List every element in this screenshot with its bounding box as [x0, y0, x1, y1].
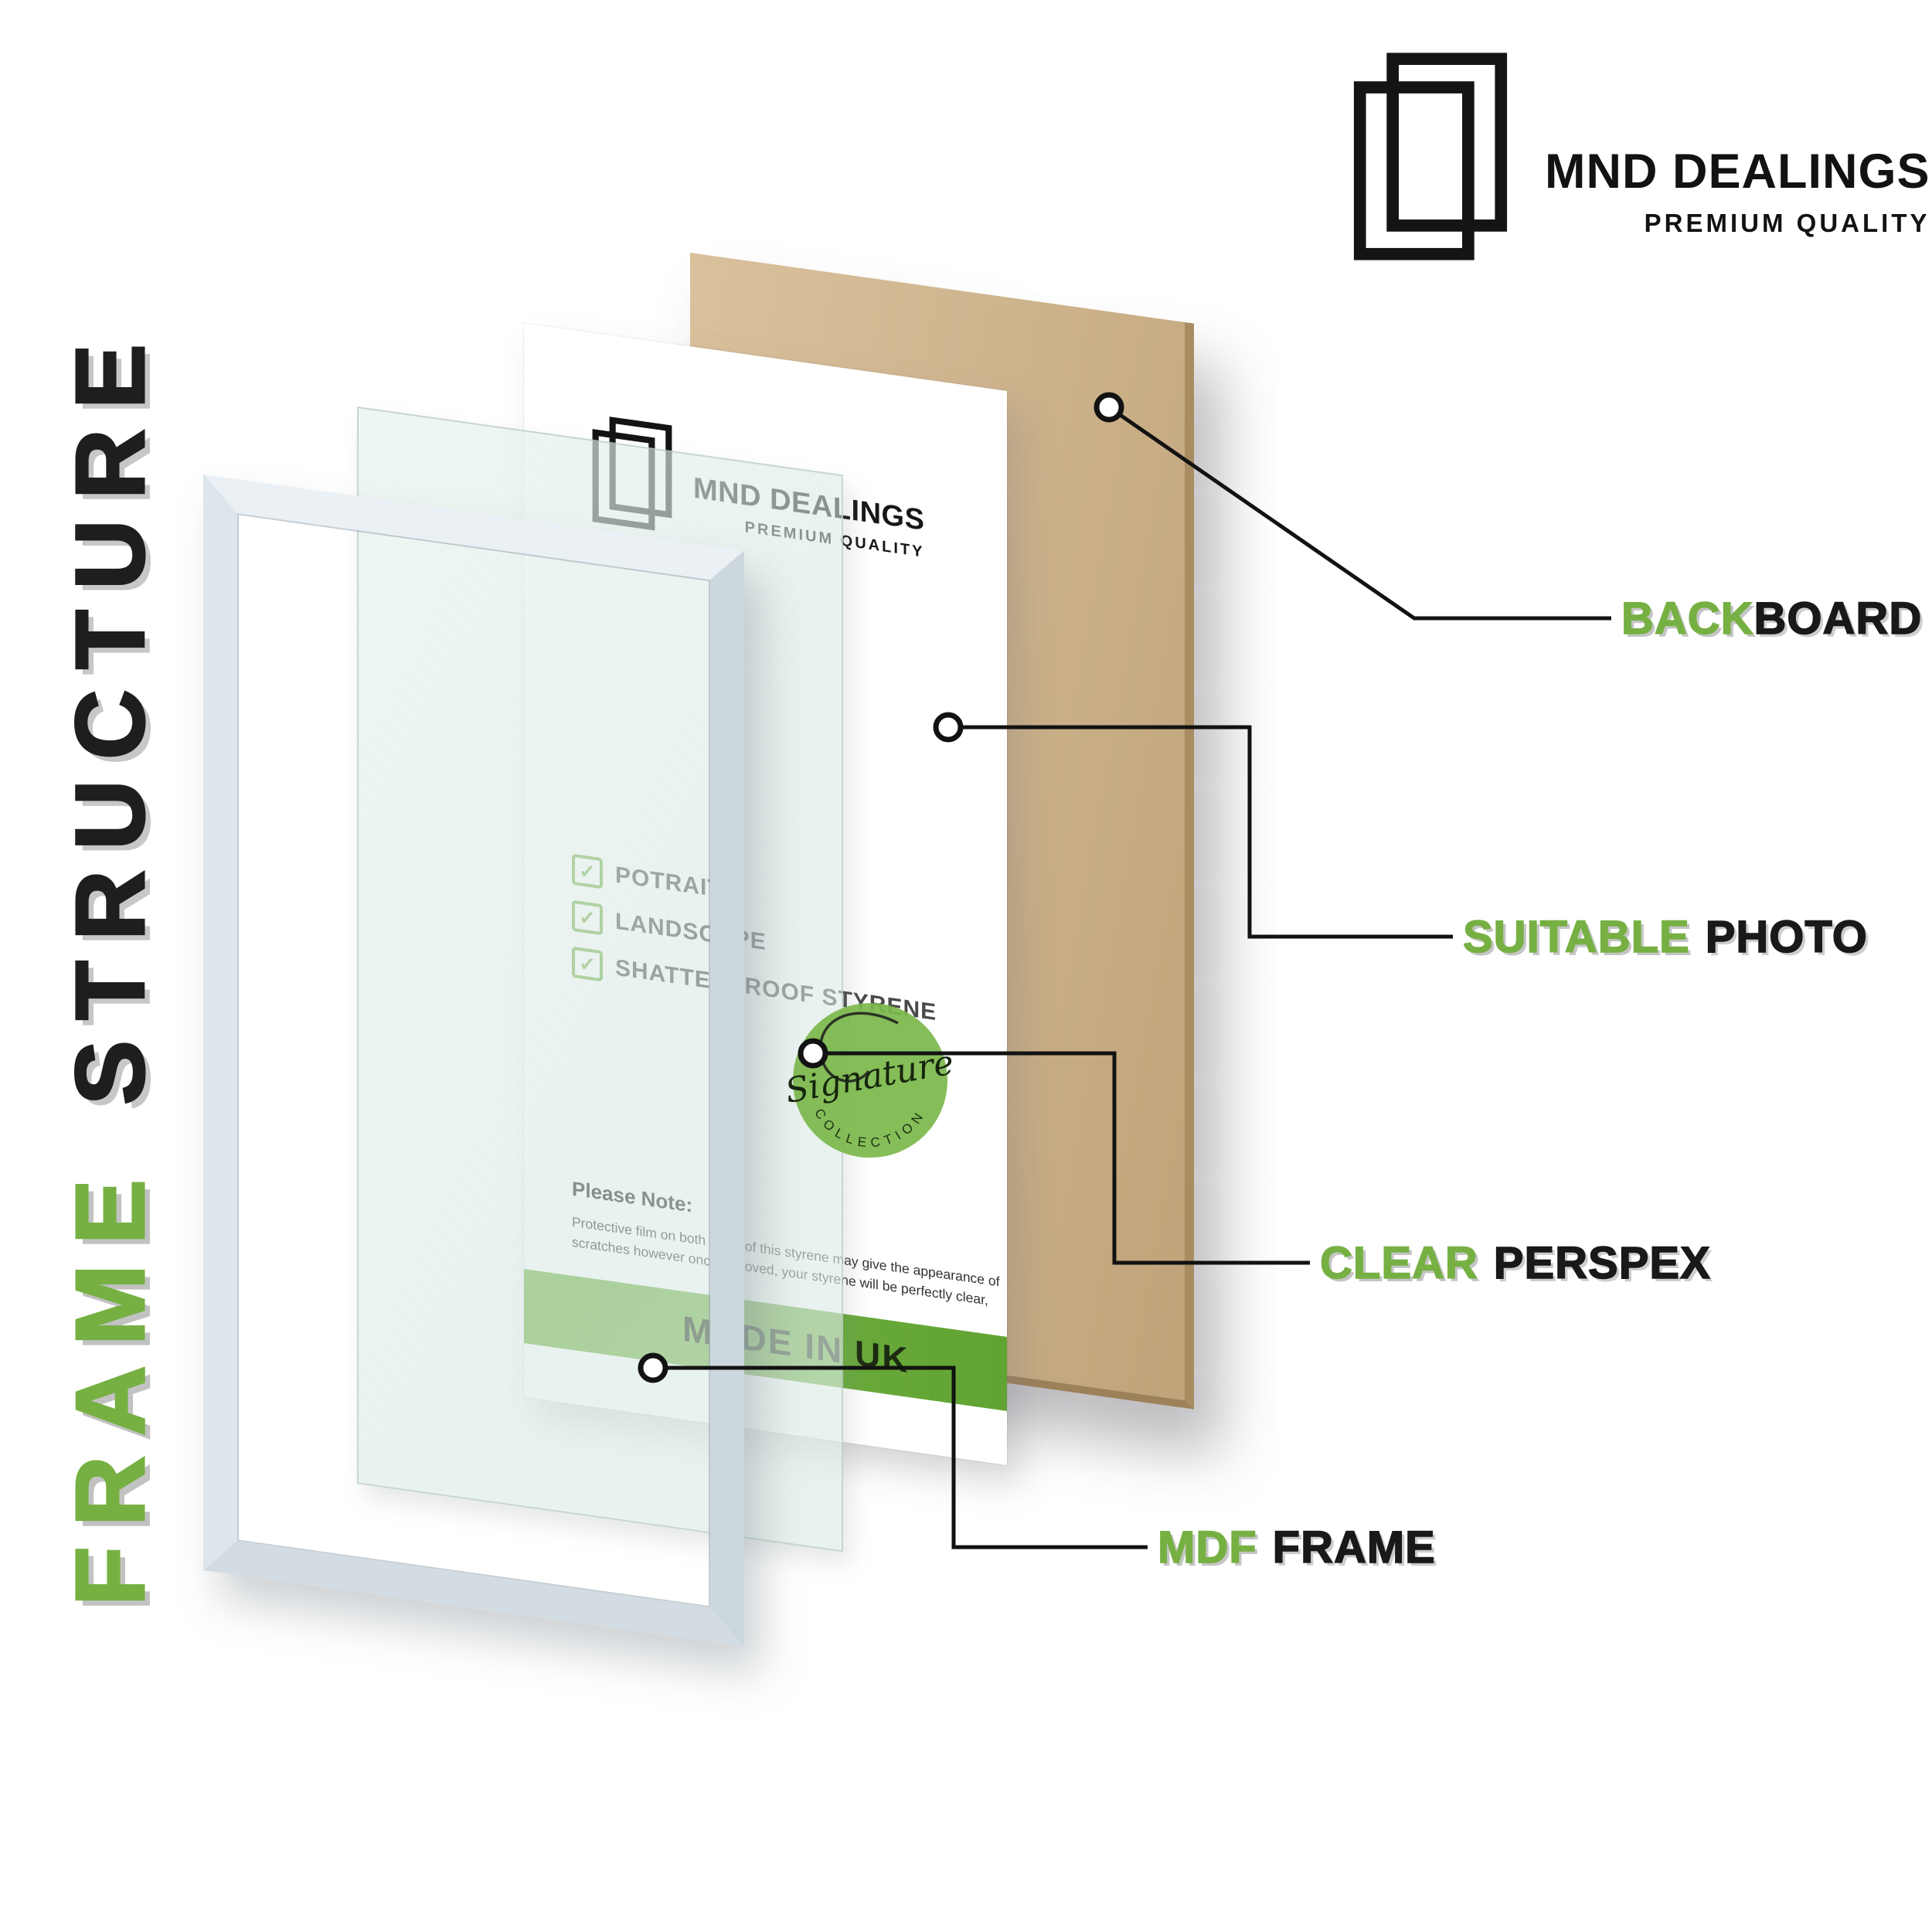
callout-line-clear-perspex: [813, 1051, 1310, 1265]
callout-point-suitable-photo: [933, 712, 964, 743]
callout-label-backboard-green: BACK: [1621, 593, 1754, 645]
brand-name: MND DEALINGS: [1545, 145, 1930, 199]
callout-label-backboard-dark: BOARD: [1753, 593, 1923, 645]
callout-label-suitable-photo: SUITABLE PHOTO: [1462, 911, 1868, 963]
brand-block: MND DEALINGS PREMIUM QUALITY: [1349, 45, 1930, 277]
callout-line-backboard: [1107, 405, 1611, 621]
callout-line-suitable-photo: [948, 725, 1453, 939]
callout-label-clear-perspex-dark: PERSPEX: [1493, 1237, 1711, 1289]
side-title-structure-word: STRUCTURE: [55, 323, 166, 1107]
callout-label-clear-perspex: CLEAR PERSPEX: [1319, 1237, 1711, 1289]
callout-line-mdf-frame: [653, 1366, 1148, 1549]
callout-label-suitable-photo-dark: PHOTO: [1705, 911, 1868, 963]
callout-point-mdf-frame: [638, 1352, 668, 1383]
callout-label-suitable-photo-green: SUITABLE: [1462, 911, 1690, 963]
side-title-frame-word: FRAME: [55, 1158, 166, 1607]
callout-label-mdf-frame: MDF FRAME: [1157, 1522, 1436, 1573]
callout-point-backboard: [1094, 392, 1124, 423]
side-title: FRAME STRUCTURE: [54, 323, 166, 1607]
callout-label-backboard: BACKBOARD: [1621, 593, 1922, 645]
badge-circle: [793, 1003, 947, 1158]
brand-tagline: PREMIUM QUALITY: [1644, 209, 1930, 237]
logo-frame-rect-back: [1386, 53, 1508, 232]
frame-logo-icon: [1353, 53, 1508, 260]
callout-label-clear-perspex-green: CLEAR: [1319, 1237, 1478, 1289]
callout-point-clear-perspex: [798, 1038, 828, 1069]
logo-frame-rect-front: [1353, 81, 1475, 260]
callout-label-mdf-frame-dark: FRAME: [1272, 1522, 1436, 1573]
callout-label-mdf-frame-green: MDF: [1157, 1522, 1257, 1573]
brand-text: MND DEALINGS PREMIUM QUALITY: [1545, 144, 1930, 277]
